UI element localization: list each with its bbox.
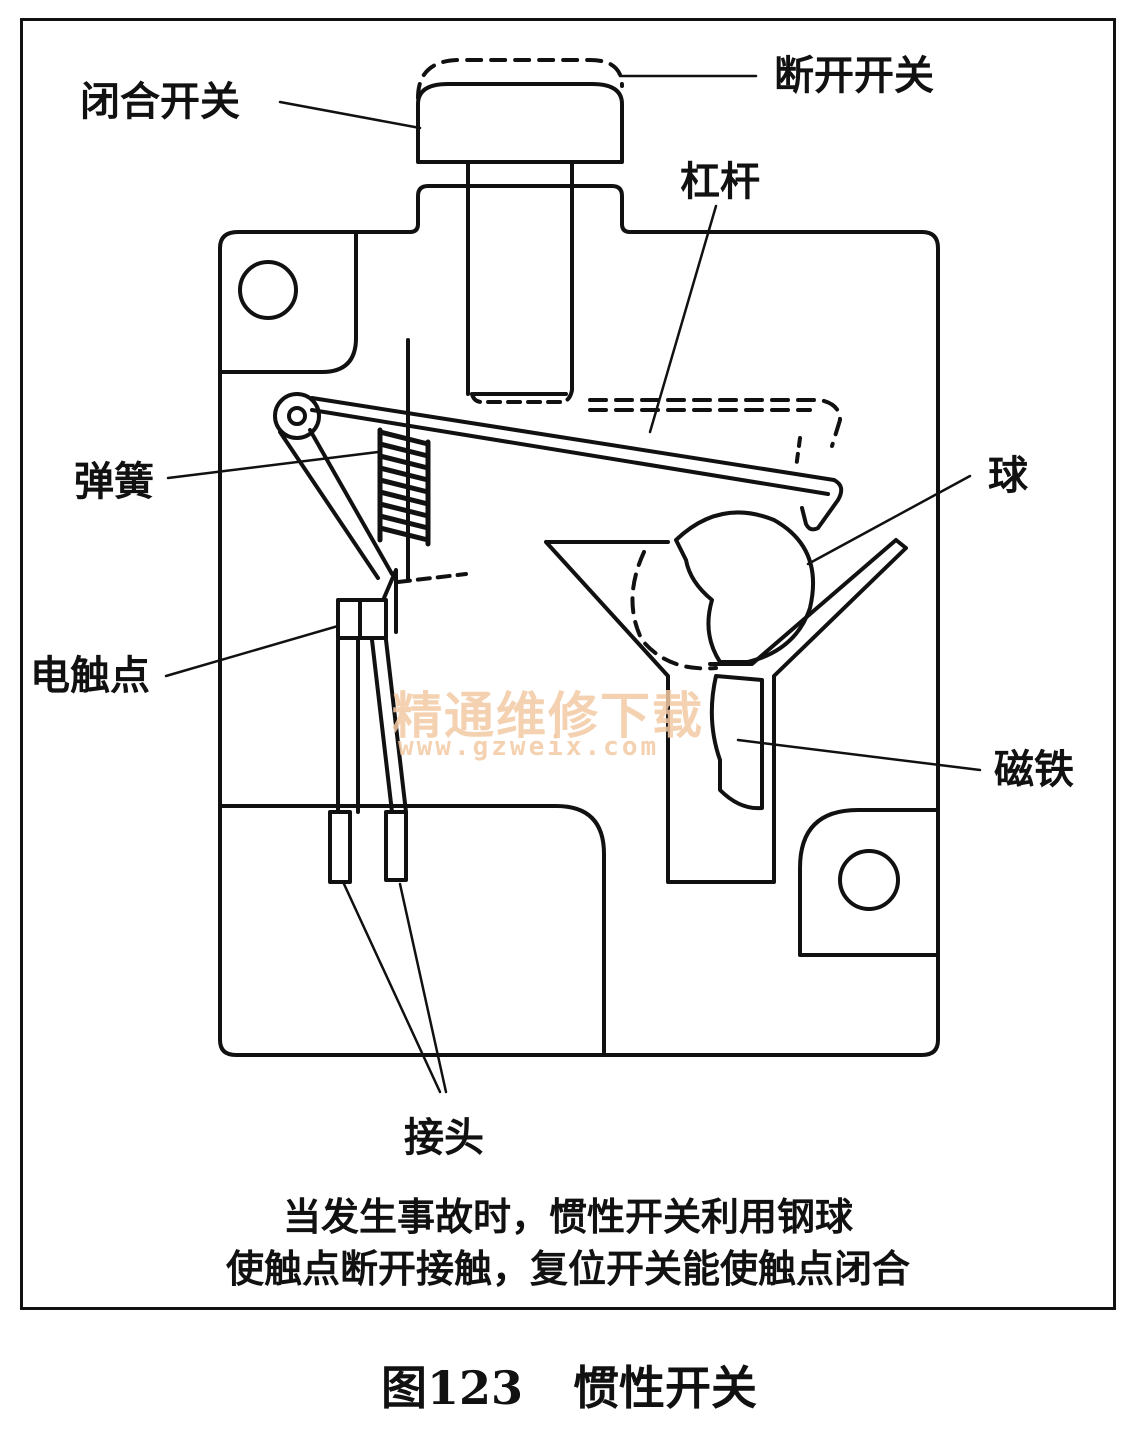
lever-hook [800, 478, 844, 532]
lead-left [336, 638, 360, 814]
mount-hole-bottom-right [838, 849, 900, 911]
lever-pivot-pin [287, 406, 307, 426]
electric-contact-right [358, 598, 388, 640]
label-electric-contact: 电触点 [30, 653, 150, 699]
label-lever: 杠杆 [680, 159, 760, 205]
lever-raised-dashed [588, 398, 842, 448]
watermark-url: www.gzweix.com [398, 732, 660, 762]
leader-spring [166, 450, 380, 480]
contact-arm-open-dashed [396, 572, 468, 584]
reset-button-cap [416, 82, 624, 164]
mount-hole-top-left [238, 260, 298, 320]
lower-compartment [218, 804, 606, 1054]
leader-electric-contact [164, 624, 340, 678]
figure-number: 图123 [380, 1361, 524, 1415]
leader-lines [164, 74, 982, 1094]
leader-ball [806, 474, 972, 566]
mount-ear-bottom-right [798, 808, 940, 957]
watermark-text: 精通维修下载 [392, 687, 704, 745]
terminal-right [384, 810, 408, 882]
figure-frame [20, 18, 1116, 1310]
label-connector: 接头 [404, 1115, 484, 1161]
housing-outline [218, 184, 940, 1057]
lever-hook-dashed [794, 436, 802, 470]
lead-right [370, 638, 408, 814]
magnet [709, 674, 764, 811]
label-spring: 弹簧 [74, 459, 154, 505]
leader-magnet [736, 738, 982, 772]
label-closed-switch: 闭合开关 [80, 79, 240, 125]
caption-line-1: 当发生事故时，惯性开关利用钢球 [282, 1194, 853, 1239]
electric-contact-left [336, 598, 362, 640]
steel-ball [674, 510, 815, 664]
leader-lever [648, 204, 718, 434]
pivot-link [278, 428, 394, 580]
figure-title: 图123 惯性开关 [0, 1352, 1138, 1418]
leader-closed-switch [278, 100, 422, 130]
contact-arm [382, 568, 398, 634]
plunger-dashed-bottom [470, 388, 574, 404]
mount-ear-top-left [218, 230, 358, 374]
label-open-switch: 断开开关 [774, 53, 934, 99]
figure-name: 惯性开关 [573, 1361, 758, 1415]
steel-ball-dashed [630, 550, 718, 671]
label-ball: 球 [988, 453, 1028, 499]
leader-connector-2 [398, 882, 448, 1094]
lever-arm-top [310, 396, 836, 482]
reset-button-open-dashed [416, 58, 624, 100]
lever-pivot [273, 392, 321, 440]
spring-coils [377, 427, 431, 547]
caption-line-2: 使触点断开接触，复位开关能使触点闭合 [225, 1246, 910, 1291]
terminal-left [328, 810, 352, 884]
leader-connector-1 [342, 882, 442, 1094]
plunger [466, 160, 574, 396]
lever-arm-bottom [310, 408, 830, 496]
magnet-holder [544, 538, 908, 884]
label-magnet: 磁铁 [994, 747, 1074, 793]
